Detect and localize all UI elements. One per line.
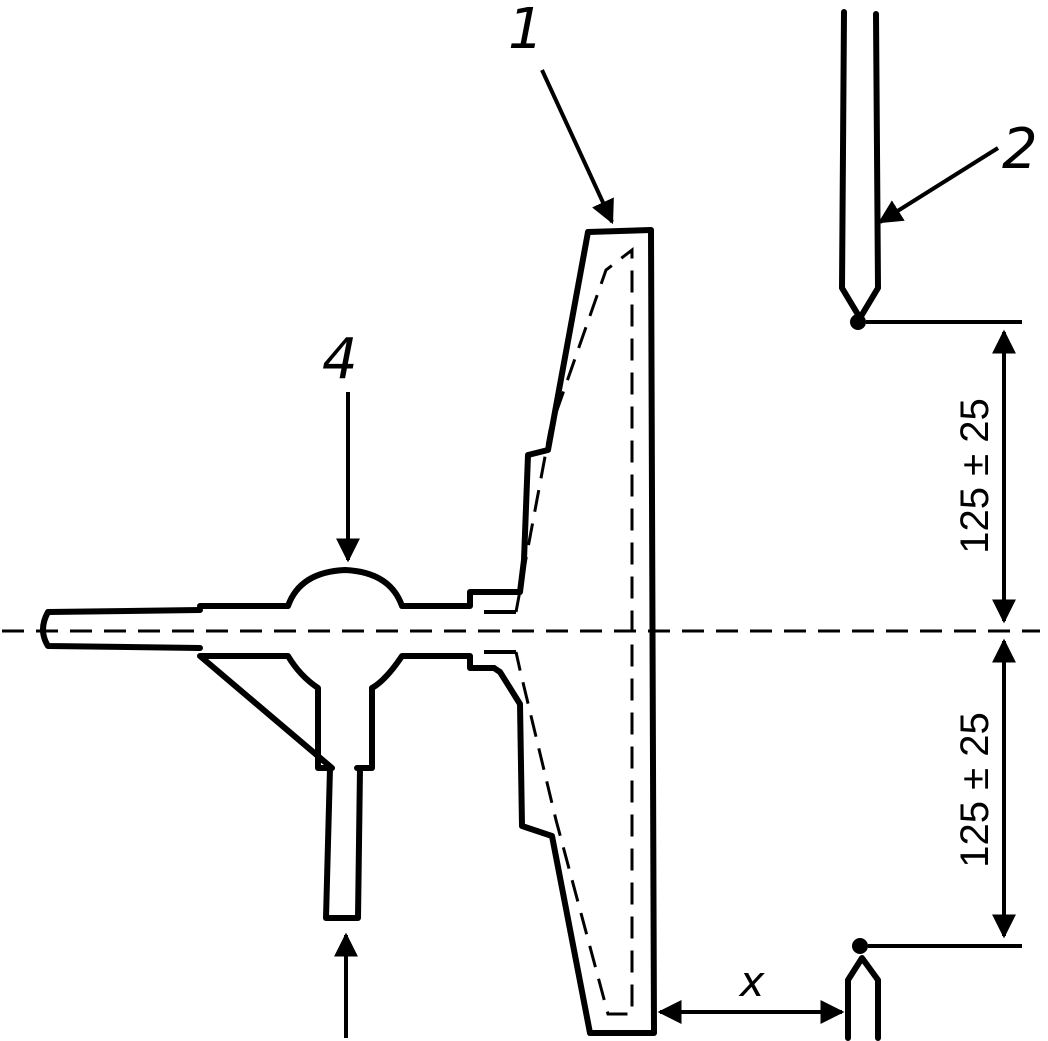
dim-label-lower: 125 ± 25 [953, 712, 997, 867]
electrode-lower-tip [852, 938, 868, 954]
funnel-inner-dashed [514, 246, 634, 1016]
neck-detail [484, 610, 516, 654]
funnel-outline [491, 227, 657, 1036]
fitting-body [197, 567, 497, 771]
outlet-pipe [323, 765, 363, 921]
leader-arrow-1 [540, 69, 614, 225]
inlet-pipe [40, 607, 203, 651]
electrode-lower [845, 938, 881, 1041]
electrode-upper-tip [850, 314, 866, 330]
dim-label-upper: 125 ± 25 [953, 398, 997, 553]
callout-4: 4 [322, 327, 358, 392]
fitting-assembly [40, 567, 516, 921]
dim-label-x: x [738, 957, 766, 1006]
funnel-plate [491, 227, 657, 1036]
leader-arrow-2 [877, 146, 1000, 224]
callout-2: 2 [1002, 117, 1038, 182]
electrode-upper [839, 9, 881, 330]
callout-1: 1 [508, 0, 544, 62]
